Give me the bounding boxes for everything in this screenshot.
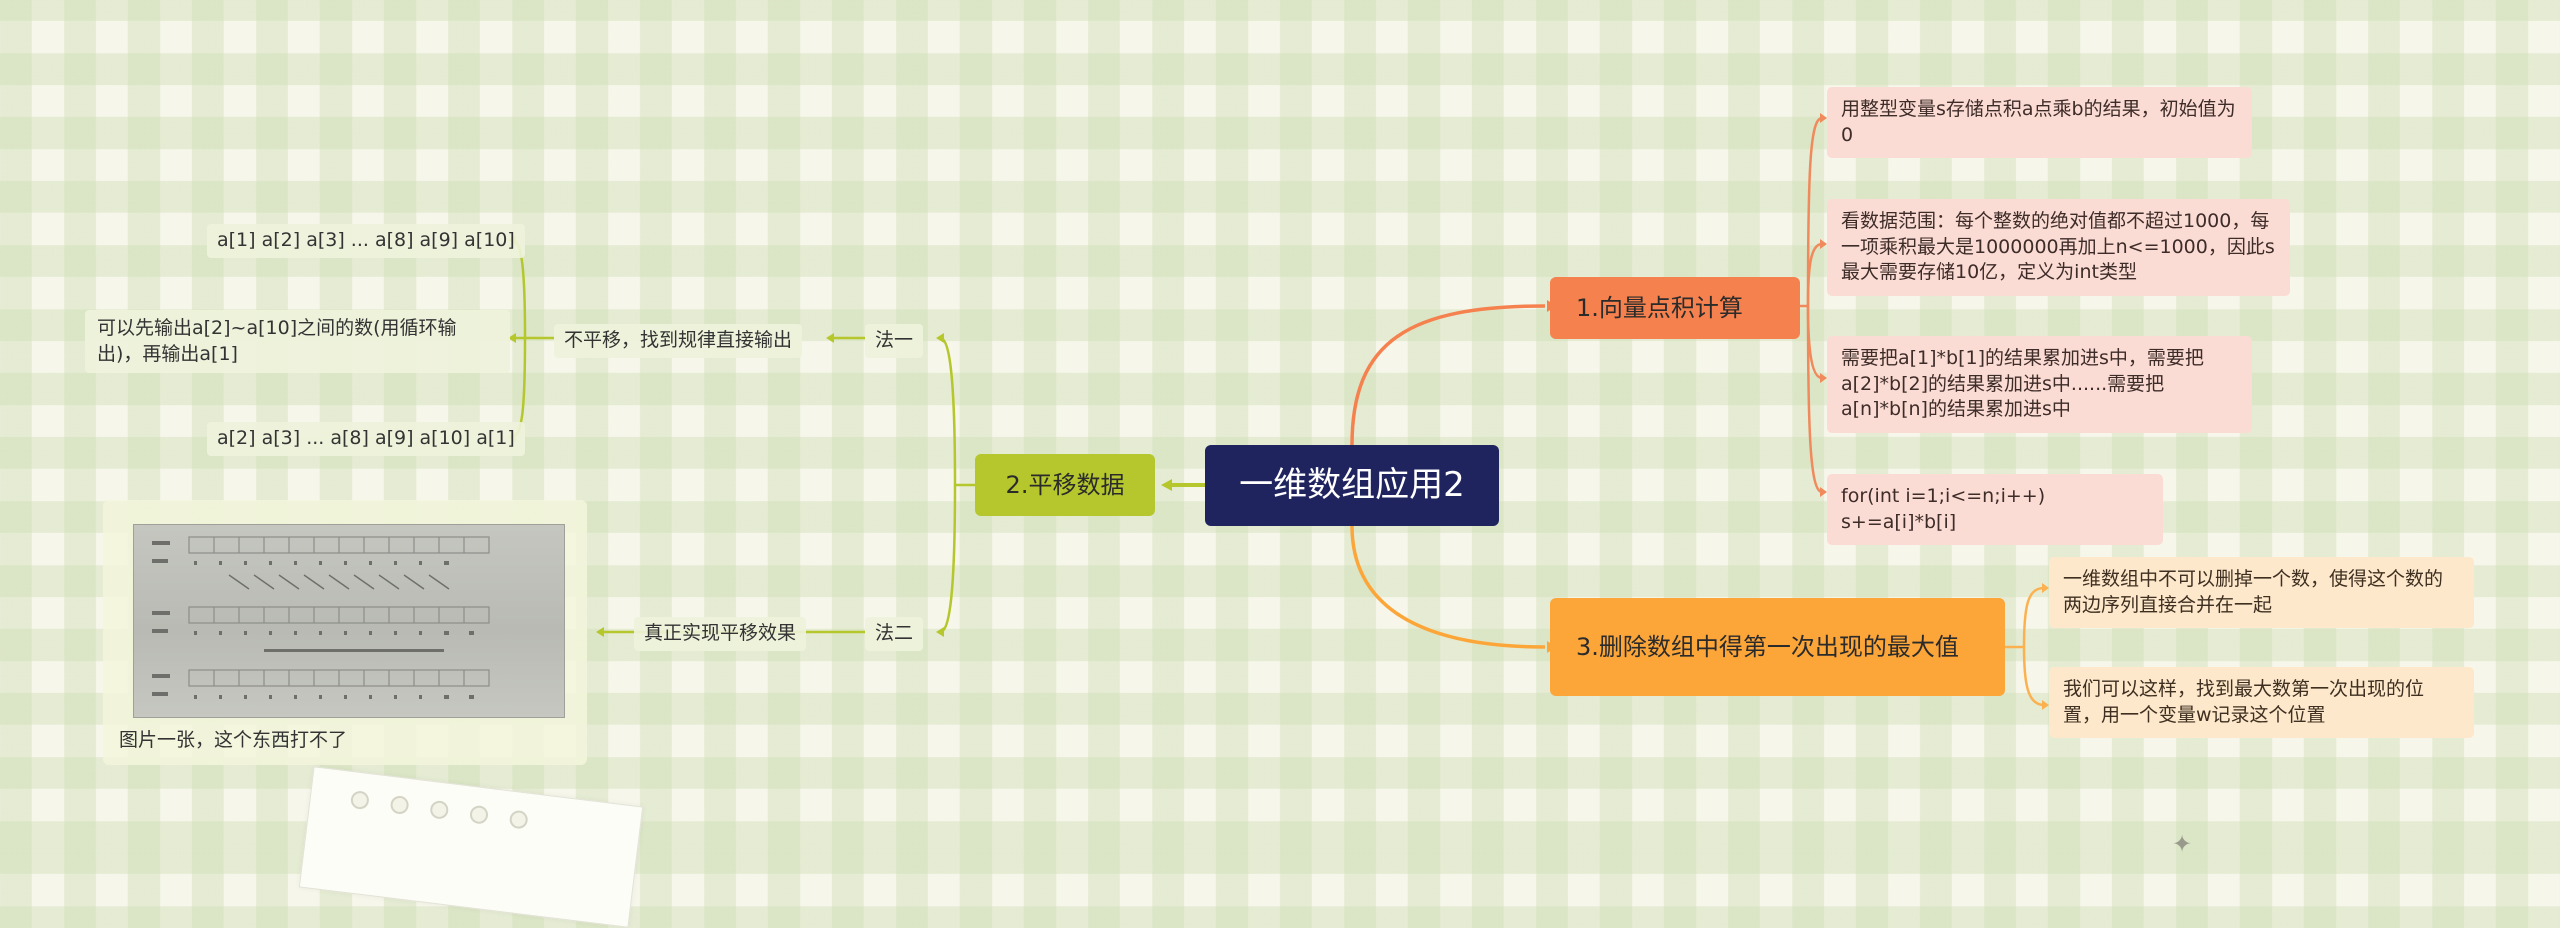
array-shift-photo <box>133 524 565 718</box>
subtopic-record-position-w[interactable]: 我们可以这样，找到最大数第一次出现的位置，用一个变量w记录这个位置 <box>2049 667 2474 739</box>
branch-delete-first-max[interactable]: 3.删除数组中得第一次出现的最大值 <box>1550 598 2005 696</box>
paperclip-icon: ✦ <box>2172 830 2193 858</box>
branch-vector-dot-product[interactable]: 1.向量点积计算 <box>1550 277 1800 339</box>
subtopic-int-variable-s[interactable]: 用整型变量s存储点积a点乘b的结果，初始值为0 <box>1827 87 2252 159</box>
subtopic-cannot-delete[interactable]: 一维数组中不可以删掉一个数，使得这个数的两边序列直接合并在一起 <box>2049 557 2474 629</box>
subtopic-data-range[interactable]: 看数据范围：每个整数的绝对值都不超过1000，每一项乘积最大是1000000再加… <box>1827 199 2290 296</box>
branch3-links <box>2005 586 2045 707</box>
image-caption: 图片一张，这个东西打不了 <box>119 729 348 751</box>
leaf-output-order[interactable]: 可以先输出a[2]~a[10]之间的数(用循环输出)，再输出a[1] <box>85 310 510 374</box>
method-two-real-shift[interactable]: 真正实现平移效果 <box>634 617 807 651</box>
central-topic[interactable]: 一维数组应用2 <box>1205 445 1499 526</box>
image-topic-card[interactable]: 图片一张，这个东西打不了 <box>103 500 587 765</box>
leaf-shifted-sequence[interactable]: a[2] a[3] ... a[8] a[9] a[10] a[1] <box>207 422 525 456</box>
subtopic-accumulate[interactable]: 需要把a[1]*b[1]的结果累加进s中，需要把a[2]*b[2]的结果累加进s… <box>1827 336 2252 433</box>
link-root-branch3 <box>1350 525 1546 649</box>
branch-shift-data[interactable]: 2.平移数据 <box>975 454 1155 516</box>
method-one-no-shift[interactable]: 不平移，找到规律直接输出 <box>554 324 803 358</box>
method-one[interactable]: 法一 <box>865 324 924 358</box>
link-root-branch1 <box>1350 304 1546 446</box>
branch1-links <box>1800 116 1823 494</box>
subtopic-for-loop-code[interactable]: for(int i=1;i<=n;i++) s+=a[i]*b[i] <box>1827 474 2163 546</box>
leaf-original-sequence[interactable]: a[1] a[2] a[3] ... a[8] a[9] a[10] <box>207 224 525 258</box>
method-two[interactable]: 法二 <box>865 617 924 651</box>
arrowhead <box>1161 479 1172 491</box>
